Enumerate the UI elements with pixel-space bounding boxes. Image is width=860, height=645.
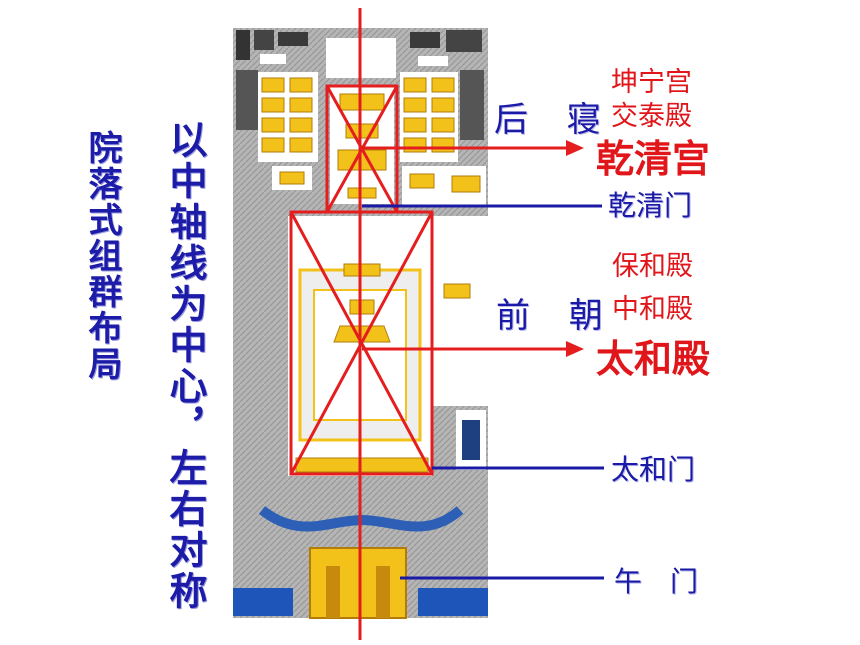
west-palaces: [258, 72, 318, 190]
east-lower-compound: [456, 410, 486, 470]
wumen-gate: [309, 547, 407, 619]
zhonghe-hall-label: 中和殿: [612, 294, 693, 325]
qianqing-palace-label: 乾清宫: [596, 136, 711, 181]
layout-title: 院落式组群布局: [82, 130, 122, 382]
taihe-hall-label: 太和殿: [596, 336, 711, 381]
inner-river: [258, 505, 464, 532]
qianqing-arrow: [362, 140, 584, 156]
baohe-hall-label: 保和殿: [612, 251, 693, 282]
taihe-arrow: [362, 341, 584, 357]
axis-symmetry-title: 以中轴线为中心，左右对称: [163, 120, 207, 612]
north-blocks: [236, 30, 484, 140]
jiaotai-hall-label: 交泰殿: [611, 101, 692, 132]
taihe-gate-label: 太和门: [611, 453, 696, 486]
front-section-label: 前 朝: [496, 296, 617, 336]
outer-moat: [233, 588, 488, 616]
rear-section-label: 后 寝: [494, 100, 615, 140]
wumen-label: 午 门: [614, 565, 699, 598]
qianqing-gate-label: 乾清门: [608, 189, 693, 222]
kunning-palace-label: 坤宁宫: [611, 67, 692, 98]
